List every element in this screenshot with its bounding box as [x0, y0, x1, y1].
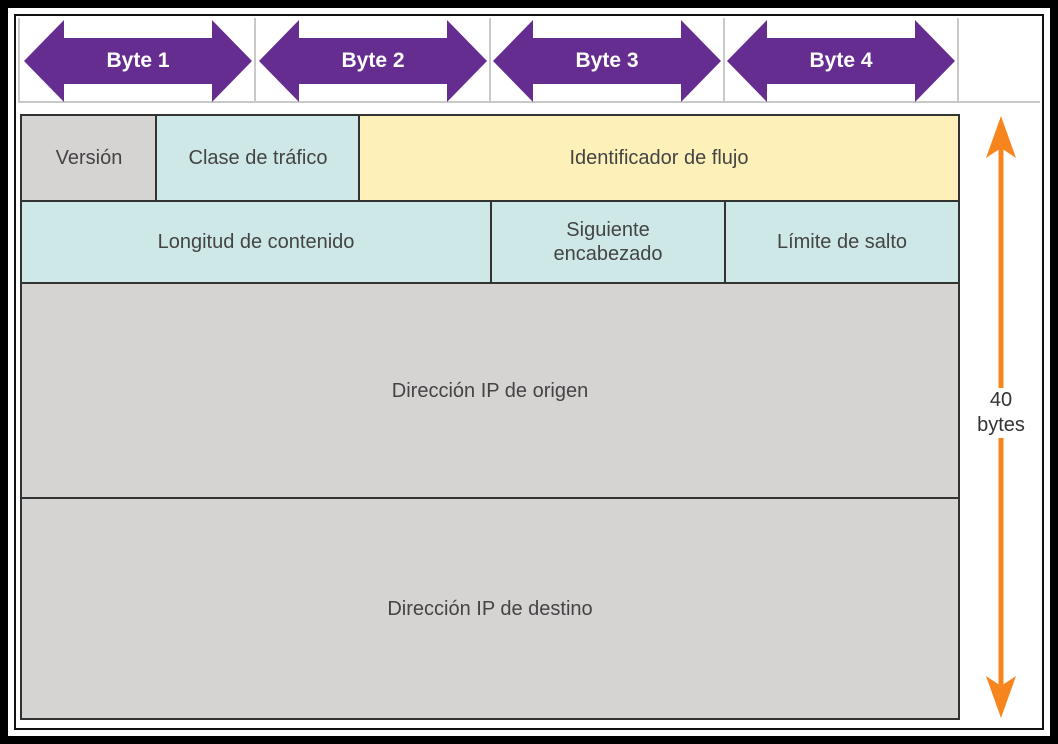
- payload-length-field: Longitud de contenido: [22, 202, 490, 282]
- destination-ip-field: Dirección IP de destino: [22, 500, 958, 718]
- column-divider: [358, 116, 360, 200]
- ipv6-header-table: Versión Clase de tráfico Identificador d…: [20, 114, 960, 720]
- ruler-separator: [957, 18, 959, 102]
- ruler-baseline: [18, 101, 1040, 103]
- destination-ip-label: Dirección IP de destino: [387, 598, 593, 620]
- header-size-value: 40: [989, 389, 1013, 411]
- source-ip-field: Dirección IP de origen: [22, 284, 958, 497]
- source-ip-label: Dirección IP de origen: [391, 379, 589, 402]
- byte-4-arrow: Byte 4: [727, 20, 955, 102]
- row-divider: [22, 200, 958, 202]
- byte-4-label: Byte 4: [809, 49, 873, 72]
- byte-2-arrow: Byte 2: [259, 20, 487, 102]
- row-divider: [22, 282, 958, 284]
- ruler-separator: [489, 18, 491, 102]
- byte-3-label: Byte 3: [575, 49, 639, 72]
- hop-limit-field: Límite de salto: [726, 202, 958, 282]
- column-divider: [724, 202, 726, 282]
- double-arrow-icon: [727, 20, 955, 102]
- flow-label-field: Identificador de flujo: [360, 116, 958, 200]
- next-header-label-line2: encabezado: [553, 243, 663, 265]
- flow-label-label: Identificador de flujo: [569, 147, 749, 169]
- next-header-field: Siguiente encabezado: [492, 202, 724, 282]
- ruler-separator: [254, 18, 256, 102]
- next-header-label-line1: Siguiente: [566, 219, 650, 241]
- byte-1-arrow: Byte 1: [24, 20, 252, 102]
- double-arrow-icon: [493, 20, 721, 102]
- ruler-separator: [723, 18, 725, 102]
- traffic-class-label: Clase de tráfico: [188, 147, 328, 169]
- byte-2-label: Byte 2: [341, 49, 405, 72]
- byte-3-arrow: Byte 3: [493, 20, 721, 102]
- row-divider: [22, 497, 958, 499]
- ruler-separator: [18, 18, 20, 102]
- header-size-unit: bytes: [977, 414, 1025, 436]
- double-arrow-icon: [259, 20, 487, 102]
- hop-limit-label: Límite de salto: [776, 231, 908, 253]
- payload-length-label: Longitud de contenido: [157, 231, 355, 253]
- header-size-label: 40 bytes: [962, 388, 1040, 438]
- version-label: Versión: [55, 147, 123, 169]
- byte-1-label: Byte 1: [106, 49, 170, 72]
- header-size-indicator: 40 bytes: [962, 112, 1040, 722]
- column-divider: [155, 116, 157, 200]
- version-field: Versión: [22, 116, 156, 200]
- column-divider: [490, 202, 492, 282]
- traffic-class-field: Clase de tráfico: [156, 116, 360, 200]
- double-arrow-icon: [24, 20, 252, 102]
